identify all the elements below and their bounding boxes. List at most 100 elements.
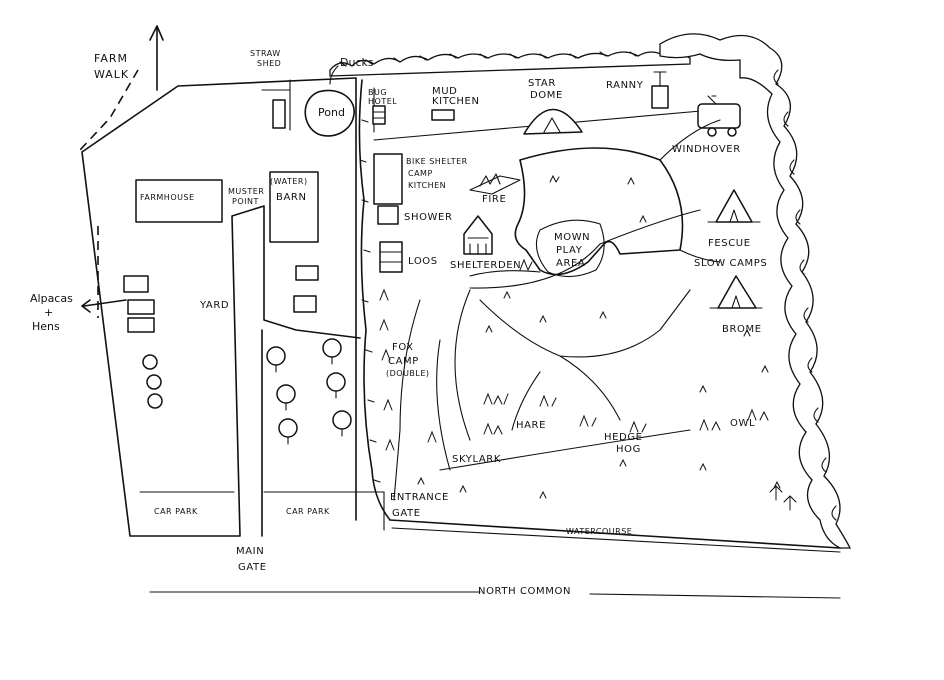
label-car-park-right: CAR PARK xyxy=(286,507,330,516)
mud-kitchen xyxy=(431,109,455,121)
label-slow-camps: SLOW CAMPS xyxy=(694,258,767,269)
shower-block xyxy=(377,205,399,225)
tree-icon xyxy=(332,410,352,437)
ducks-arrow-icon xyxy=(329,65,339,85)
label-hare: HARE xyxy=(516,420,546,431)
label-bike-shelter: BIKE SHELTER xyxy=(406,157,468,166)
label-skylark: SKYLARK xyxy=(452,454,501,465)
label-hotel: HOTEL xyxy=(368,97,397,106)
fescue-tent xyxy=(707,189,761,223)
label-main-gate: GATE xyxy=(238,562,267,573)
grass-tufts xyxy=(379,174,781,499)
label-mown: MOWN xyxy=(554,232,590,243)
label-farmhouse: FARMHOUSE xyxy=(140,193,195,202)
label-north-common: NORTH COMMON xyxy=(478,586,571,597)
north-common-road xyxy=(149,591,841,599)
label-hog: HOG xyxy=(616,444,641,455)
small-trees-icon xyxy=(769,485,797,511)
shed-left-1 xyxy=(123,275,149,293)
label-pond: Pond xyxy=(318,106,345,119)
tree-icon xyxy=(266,346,286,373)
shed-left-2 xyxy=(127,299,155,315)
label-muster: MUSTER xyxy=(228,187,264,196)
label-play: PLAY xyxy=(556,245,583,256)
fire-icon xyxy=(469,173,521,195)
tank-3 xyxy=(147,393,163,409)
label-alpacas: Alpacas xyxy=(30,292,73,305)
label-fescue: FESCUE xyxy=(708,238,751,249)
shed-left-3 xyxy=(127,317,155,333)
label-watercourse: WATERCOURSE xyxy=(566,527,632,536)
label-hedge: HEDGE xyxy=(604,432,643,443)
tank-2 xyxy=(146,374,162,390)
label-shower: SHOWER xyxy=(404,212,453,223)
label-fox: FOX xyxy=(392,342,414,353)
label-loos: LOOS xyxy=(408,256,438,267)
label-shelter-den: SHELTERDEN xyxy=(450,260,521,271)
label-yard: YARD xyxy=(199,300,229,311)
label-bug: BUG xyxy=(368,88,387,97)
farmhouse-building xyxy=(135,179,223,223)
label-area: AREA xyxy=(556,258,585,269)
mown-play-area xyxy=(514,147,684,276)
windhover-caravan xyxy=(697,95,741,137)
inner-hedge-skylark xyxy=(439,429,691,471)
north-arrow-icon xyxy=(149,25,164,91)
label-water: (WATER) xyxy=(270,177,308,186)
label-car-park-left: CAR PARK xyxy=(154,507,198,516)
label-camp-fox: CAMP xyxy=(388,356,419,367)
label-dome: DOME xyxy=(530,90,563,101)
shed-right-2 xyxy=(293,295,317,313)
label-barn: BARN xyxy=(276,192,307,203)
label-plus: + xyxy=(44,306,53,319)
pond xyxy=(304,89,355,137)
label-fire: FIRE xyxy=(482,194,506,205)
label-ranny: RANNY xyxy=(606,80,644,91)
label-owl: OWL xyxy=(730,418,755,429)
farm-yard-outline xyxy=(81,77,361,537)
watercourse-line xyxy=(391,527,841,553)
label-camp-kitchen: KITCHEN xyxy=(408,181,446,190)
label-ducks: Ducks xyxy=(340,56,374,69)
label-main: MAIN xyxy=(236,546,264,557)
label-double: (DOUBLE) xyxy=(386,369,430,378)
label-star: STAR xyxy=(528,78,556,89)
brome-tent xyxy=(709,275,763,309)
label-farm: FARM xyxy=(94,52,128,65)
right-hedge xyxy=(659,33,852,549)
label-windhover: WINDHOVER xyxy=(672,144,741,155)
ranny-hut xyxy=(651,71,669,109)
paths xyxy=(393,119,721,501)
label-mud: MUD xyxy=(432,86,457,97)
top-hedge xyxy=(329,51,691,77)
farm-lane-right xyxy=(261,77,357,537)
label-straw: STRAW xyxy=(250,49,281,58)
farm-walk-path xyxy=(79,69,139,318)
left-hedge xyxy=(358,79,391,521)
bike-shelter xyxy=(373,153,403,205)
orchard-trees xyxy=(266,338,352,445)
tree-icon xyxy=(322,338,342,365)
tree-icon xyxy=(326,372,346,399)
label-brome: BROME xyxy=(722,324,762,335)
mown-inner xyxy=(535,219,605,278)
barn-building xyxy=(269,171,319,243)
alpacas-arrow-icon xyxy=(81,299,127,313)
label-entrance-gate: GATE xyxy=(392,508,421,519)
shed-right-1 xyxy=(295,265,319,281)
tree-icon xyxy=(276,384,296,411)
star-dome xyxy=(523,108,583,135)
tank-1 xyxy=(142,354,158,370)
label-shed: SHED xyxy=(257,59,281,68)
campsite-boundary xyxy=(389,519,841,549)
label-walk: WALK xyxy=(94,68,129,81)
bug-hotel xyxy=(372,105,386,125)
tree-icon xyxy=(278,418,298,445)
loos-block xyxy=(379,241,403,273)
shelter-den-tent xyxy=(463,215,493,255)
straw-shed xyxy=(272,99,286,129)
label-camp: CAMP xyxy=(408,169,433,178)
label-kitchen: KITCHEN xyxy=(432,96,480,107)
label-entrance: ENTRANCE xyxy=(390,492,449,503)
